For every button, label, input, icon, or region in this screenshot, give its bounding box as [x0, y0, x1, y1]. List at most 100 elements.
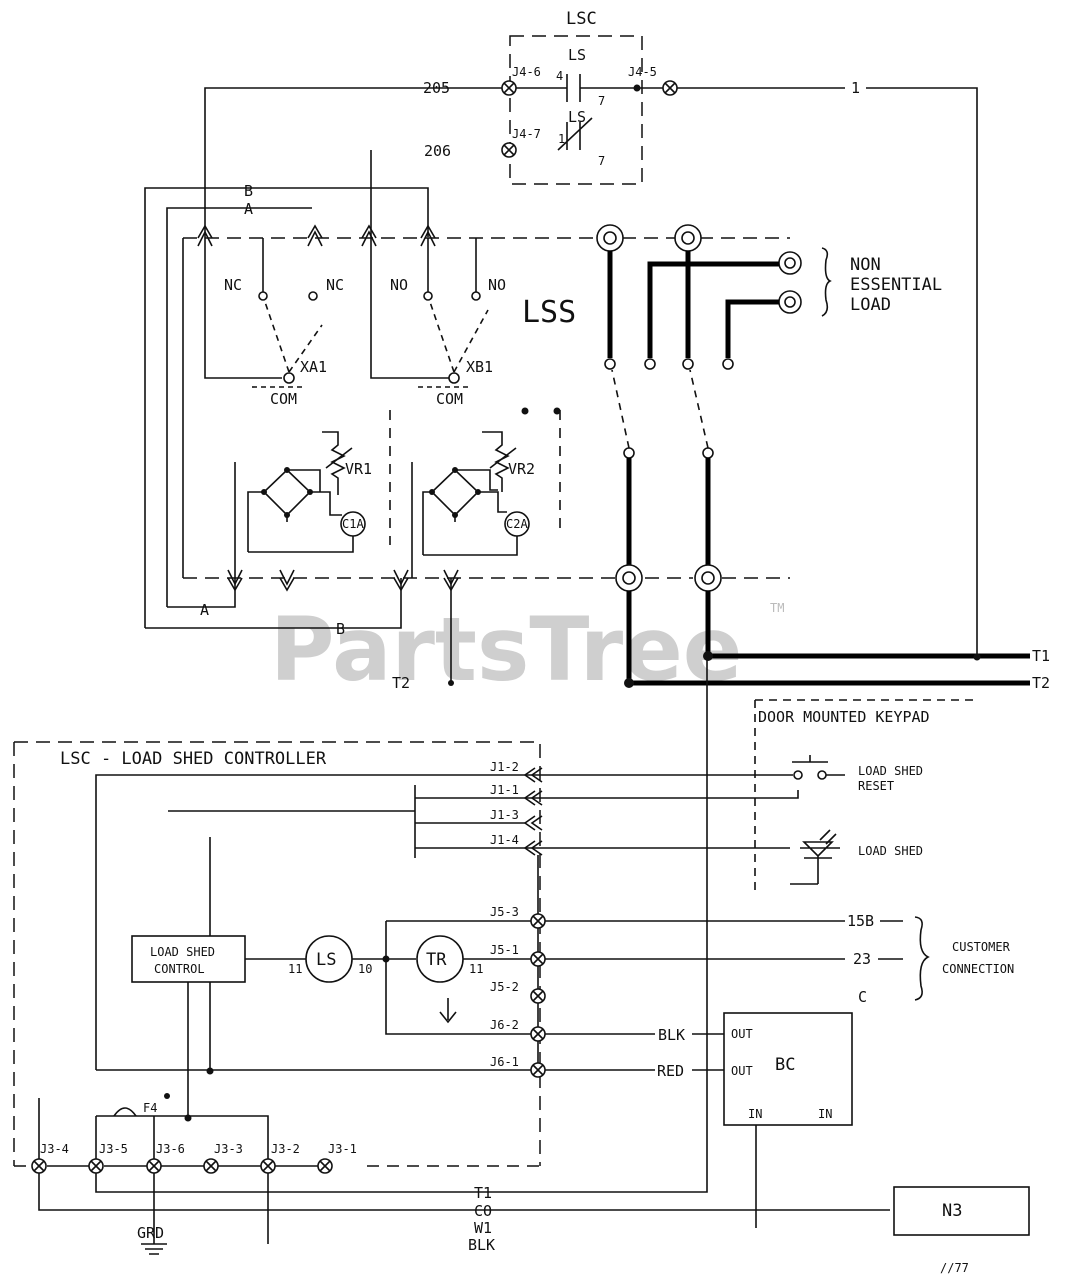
vr1-arrow	[325, 447, 353, 469]
lsc-top-box	[509, 35, 643, 185]
lss-load-a	[647, 261, 779, 358]
j1-2-arrow	[523, 767, 543, 783]
terminal-j4-5	[662, 80, 678, 96]
terminal-j3-6	[146, 1158, 162, 1174]
xa1-nc2-contact	[308, 291, 318, 301]
ls-pin-4: 4	[556, 69, 563, 83]
wire-j1-group	[168, 785, 525, 858]
watermark-tm: TM	[770, 601, 784, 615]
terminal-j5-1	[530, 951, 546, 967]
relay-section: B A NC NC XA1 COM NO NO XB1 COM	[144, 150, 790, 628]
bc-section: BC OUT OUT IN IN BLK RED	[545, 1012, 853, 1228]
lsc-top-section: LSC 205 J4-6 LS 4 7 J4-5 1 LS 1 7 J4-7	[204, 9, 978, 657]
j1-1-arrow	[523, 790, 543, 806]
xa1-nc1-label: NC	[224, 276, 242, 294]
j1-3-arrow	[523, 815, 543, 831]
xb1-com-contact	[448, 372, 460, 384]
fuse-label: F4	[143, 1101, 157, 1115]
wire-j5-3-j6-2	[385, 920, 531, 1035]
xb1-com-label: COM	[436, 390, 463, 408]
connector-arrow	[420, 224, 436, 247]
j3-1-label: J3-1	[328, 1142, 357, 1156]
bottom-rail: A B T2	[145, 569, 790, 692]
reset-line2: RESET	[858, 779, 894, 793]
load-line1: NON	[850, 255, 881, 275]
customer-section: 15B 23 C CUSTOMER CONNECTION	[545, 912, 1014, 1006]
ls-no-contact	[516, 74, 663, 102]
wire-205-label: 205	[423, 79, 450, 97]
vr1-bridge	[247, 468, 312, 552]
linkage-dot	[521, 407, 529, 415]
blk-bottom-label: BLK	[468, 1236, 495, 1254]
ground-symbol	[141, 1173, 167, 1255]
terminal-j3-3	[203, 1158, 219, 1174]
ls-pin-1: 1	[558, 132, 565, 146]
terminal-j3-5	[88, 1158, 104, 1174]
j1-1-label: J1-1	[490, 783, 519, 797]
keypad-title: DOOR MOUNTED KEYPAD	[758, 708, 930, 726]
ls-pin-7b: 7	[598, 154, 605, 168]
junction-dot	[633, 84, 641, 92]
n3-section: N3 //77	[893, 1186, 1030, 1275]
ls-pin-10: 10	[358, 962, 372, 976]
wire-23-label: 23	[853, 950, 871, 968]
customer-wire-ends	[878, 920, 903, 960]
load-brace	[821, 247, 832, 317]
reset-wire	[760, 790, 799, 799]
customer-line1: CUSTOMER	[952, 940, 1011, 954]
terminal-j4-6-label: J4-6	[512, 65, 541, 79]
keypad-box	[754, 699, 976, 895]
vr2-arrow	[489, 447, 517, 469]
wi-label: W1	[474, 1219, 492, 1237]
wire-a-label: A	[244, 200, 253, 218]
xb1-com-wire	[370, 150, 450, 379]
wire-j1-out	[525, 797, 790, 849]
j1-3-label: J1-3	[490, 808, 519, 822]
terminal-j3-2	[260, 1158, 276, 1174]
customer-brace	[914, 916, 930, 1001]
connector-arrow	[197, 224, 213, 247]
vr2-bridge	[422, 468, 480, 555]
connector-arrow	[307, 224, 323, 247]
xa1-com-label: COM	[270, 390, 297, 408]
j6-2-label: J6-2	[490, 1018, 519, 1032]
j5-2-label: J5-2	[490, 980, 519, 994]
xa1-armature	[264, 301, 323, 373]
lss-blades	[611, 369, 709, 449]
c2a-label: C2A	[506, 517, 528, 531]
terminal-j3-1	[317, 1158, 333, 1174]
wire-b-return	[145, 578, 402, 629]
reset-switch	[785, 755, 845, 776]
bc-out1: OUT	[731, 1027, 753, 1041]
ls-no-contact-label: LS	[568, 46, 586, 64]
xa1-com-contact	[283, 372, 295, 384]
co-label: CO	[474, 1202, 492, 1220]
connector-arrow	[361, 224, 377, 247]
xb1-no2-label: NO	[488, 276, 506, 294]
fuse-f4	[113, 1107, 137, 1117]
xa1-name: XA1	[300, 358, 327, 376]
j1-2-label: J1-2	[490, 760, 519, 774]
wire-b-bottom-label: B	[336, 620, 345, 638]
j3-4-label: J3-4	[40, 1142, 69, 1156]
load-line2: ESSENTIAL	[850, 275, 942, 295]
j1-4-arrow	[523, 840, 543, 856]
terminal-j6-1	[530, 1062, 546, 1078]
vr1-label: VR1	[345, 460, 372, 478]
ls-pin-11: 11	[288, 962, 302, 976]
ls-nc-contact	[557, 117, 593, 151]
xb1-no1-label: NO	[390, 276, 408, 294]
vr1-return	[248, 536, 354, 553]
bc-name: BC	[775, 1055, 795, 1075]
controller-title: LSC - LOAD SHED CONTROLLER	[60, 749, 327, 769]
block-line2: CONTROL	[154, 962, 205, 976]
xb1-no1-contact	[423, 291, 433, 301]
tr-arrow	[439, 998, 457, 1024]
bc-in1: IN	[748, 1107, 762, 1121]
j3-2-label: J3-2	[271, 1142, 300, 1156]
wire-206-label: 206	[424, 142, 451, 160]
vr2-label: VR2	[508, 460, 535, 478]
wire-red-label: RED	[657, 1062, 684, 1080]
n3-box	[893, 1186, 1030, 1236]
connector-arrow	[279, 569, 295, 592]
